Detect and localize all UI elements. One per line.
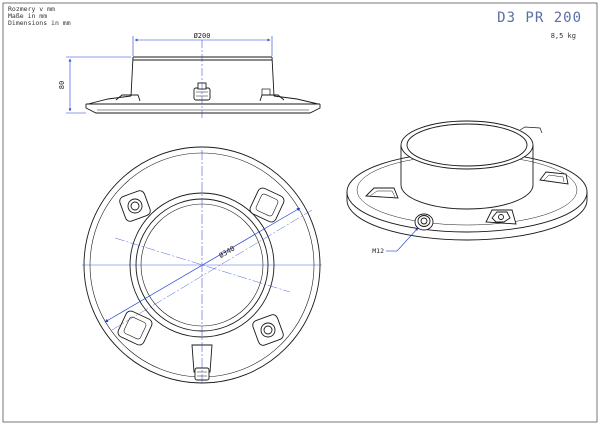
units-note-de: Maße in mm bbox=[8, 12, 48, 20]
thread-callout bbox=[386, 227, 419, 252]
lug-pad-lower-left bbox=[117, 310, 153, 346]
iso-bolt-pad-right bbox=[485, 209, 517, 225]
dimension-height-80 bbox=[66, 56, 131, 114]
side-elevation-view bbox=[85, 56, 321, 114]
thread-label-m12: M12 bbox=[372, 247, 384, 255]
dimension-label-340: Ø340 bbox=[218, 245, 237, 260]
weight-label: 8,5 kg bbox=[550, 32, 576, 40]
dimension-diameter-200 bbox=[132, 36, 273, 56]
dimension-label-80: 80 bbox=[58, 81, 66, 89]
model-title: D3 PR 200 bbox=[497, 10, 582, 26]
dimension-label-200: Ø200 bbox=[194, 32, 211, 40]
iso-bolt-front bbox=[414, 213, 434, 231]
units-note-cz: Rozmery v mm bbox=[8, 5, 55, 13]
bolt-pad-lower-right bbox=[252, 314, 284, 346]
dimension-diameter-340 bbox=[104, 207, 301, 323]
bolt-pad-upper-left bbox=[119, 190, 151, 222]
lug-pad-upper-right bbox=[249, 187, 285, 223]
isometric-view bbox=[346, 120, 588, 241]
sheet-border bbox=[2, 2, 598, 423]
units-note-en: Dimensions in mm bbox=[8, 19, 71, 27]
